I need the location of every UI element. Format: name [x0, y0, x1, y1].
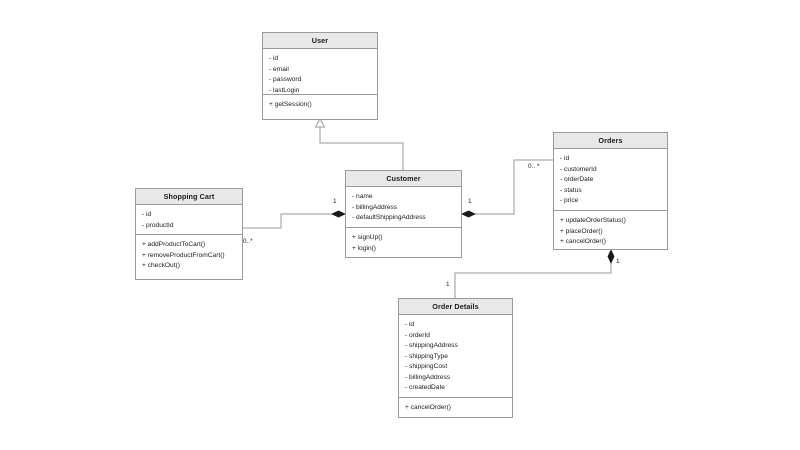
- class-methods-orders: + updateOrderStatus() + placeOrder() + c…: [554, 211, 667, 253]
- method-row: + removeProductFromCart(): [142, 251, 225, 259]
- class-methods-shopping-cart: + addProductToCart() + removeProductFrom…: [136, 235, 242, 277]
- edge-customer-inherits-user[interactable]: [314, 117, 404, 170]
- multiplicity-label-customer-right: 1: [468, 198, 472, 205]
- method-row: + signUp(): [352, 234, 383, 241]
- class-box-user[interactable]: User - id - email - password - lastLogin…: [262, 32, 378, 120]
- method-row: + placeOrder(): [560, 227, 603, 235]
- attribute-row: - password: [269, 76, 302, 83]
- attribute-row: - billingAddress: [352, 203, 398, 211]
- class-box-shopping-cart[interactable]: Shopping Cart - id - productId + addProd…: [135, 188, 243, 280]
- attribute-row: - shippingAddress: [405, 342, 458, 349]
- attribute-row: - orderId: [405, 331, 430, 339]
- multiplicity-label-orders-bottom: 1: [616, 258, 620, 265]
- multiplicity-label-customer-left: 1: [333, 198, 337, 205]
- filled-diamond-marker: [331, 210, 346, 218]
- attribute-row: - id: [269, 55, 279, 62]
- attribute-row: - id: [560, 155, 570, 162]
- attribute-row: - id: [142, 211, 152, 218]
- multiplicity-label-orders-left: 0.. *: [528, 163, 540, 170]
- attribute-row: - orderDate: [560, 176, 594, 183]
- attribute-row: - shippingCost: [405, 363, 448, 370]
- hollow-triangle-marker: [314, 117, 326, 128]
- class-attributes-user: - id - email - password - lastLogin: [263, 49, 377, 95]
- method-row: + login(): [352, 244, 377, 252]
- attribute-row: - status: [560, 186, 582, 194]
- attribute-row: - id: [405, 321, 415, 328]
- class-title-shopping-cart: Shopping Cart: [136, 189, 242, 205]
- class-title-customer: Customer: [346, 171, 461, 187]
- method-row: + getSession(): [269, 101, 312, 108]
- class-box-order-details[interactable]: Order Details - id - orderId - shippingA…: [398, 298, 513, 418]
- class-attributes-orders: - id - customerId - orderDate - status -…: [554, 149, 667, 211]
- method-row: + updateOrderStatus(): [560, 217, 626, 224]
- class-attributes-order-details: - id - orderId - shippingAddress - shipp…: [399, 315, 512, 398]
- class-methods-customer: + signUp() + login(): [346, 228, 461, 259]
- attribute-row: - name: [352, 193, 373, 200]
- class-title-orders: Orders: [554, 133, 667, 149]
- attribute-row: - shippingType: [405, 352, 448, 360]
- class-attributes-shopping-cart: - id - productId: [136, 205, 242, 235]
- class-attributes-customer: - name - billingAddress - defaultShippin…: [346, 187, 461, 228]
- attribute-row: - billingAddress: [405, 373, 451, 381]
- edge-orderdetails-orders[interactable]: [454, 249, 615, 298]
- class-box-customer[interactable]: Customer - name - billingAddress - defau…: [345, 170, 462, 258]
- attribute-row: - email: [269, 65, 289, 73]
- class-title-user: User: [263, 33, 377, 49]
- attribute-row: - productId: [142, 221, 174, 229]
- method-row: + checkOut(): [142, 262, 180, 269]
- method-row: + cancelOrder(): [560, 238, 606, 245]
- attribute-row: - defaultShippingAddress: [352, 214, 426, 221]
- class-box-orders[interactable]: Orders - id - customerId - orderDate - s…: [553, 132, 668, 250]
- method-row: + cancelOrder(): [405, 404, 451, 411]
- attribute-row: - customerId: [560, 165, 597, 173]
- class-title-order-details: Order Details: [399, 299, 512, 315]
- attribute-row: - createdDate: [405, 384, 445, 391]
- multiplicity-label-cart-end: 0..*: [243, 238, 253, 245]
- filled-diamond-marker: [461, 210, 476, 218]
- class-methods-user: + getSession(): [263, 95, 377, 116]
- method-row: + addProductToCart(): [142, 241, 206, 248]
- attribute-row: - price: [560, 197, 579, 204]
- attribute-row: - lastLogin: [269, 86, 300, 94]
- multiplicity-label-orderdetails-top: 1: [446, 281, 450, 288]
- class-methods-order-details: + cancelOrder(): [399, 398, 512, 419]
- edge-cart-customer[interactable]: [243, 210, 346, 229]
